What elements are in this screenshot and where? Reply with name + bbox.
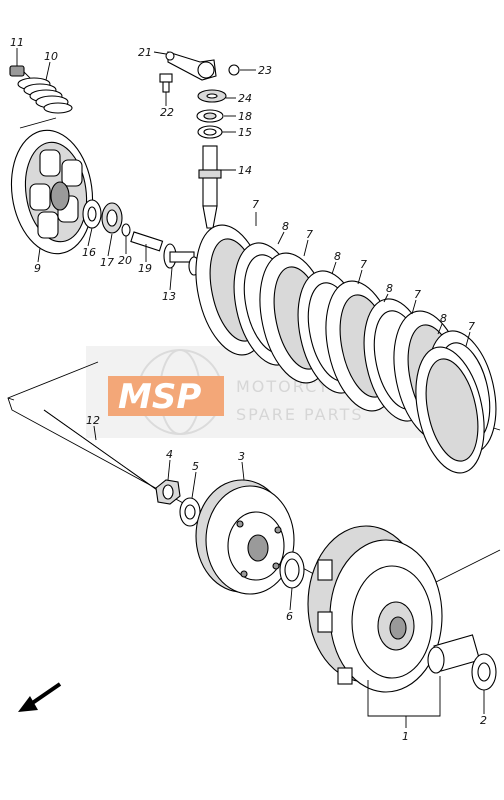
callout-1: 1 [402, 730, 409, 743]
callout-7d: 7 [414, 288, 421, 301]
callout-8a: 8 [282, 220, 289, 233]
callout-8b: 8 [334, 250, 341, 263]
callout-8c: 8 [386, 282, 393, 295]
o-ring-15 [197, 125, 223, 139]
callout-7e: 7 [468, 320, 475, 333]
washer-20 [121, 223, 131, 237]
washer-24 [197, 89, 227, 103]
callout-17: 17 [100, 256, 114, 269]
callout-2: 2 [480, 714, 487, 727]
callout-9: 9 [34, 262, 41, 275]
callout-7b: 7 [306, 228, 313, 241]
callout-20: 20 [118, 254, 132, 267]
callout-7c: 7 [360, 258, 367, 271]
callout-labels: 11 10 9 16 17 20 19 13 21 22 23 24 18 15… [10, 36, 487, 743]
arrow-icon [18, 682, 62, 712]
sleeve-hub-3 [195, 479, 295, 595]
bearing-17 [101, 202, 123, 234]
clutch-housing-1 [307, 525, 443, 693]
leader-lines [16, 48, 485, 728]
bolt-23 [228, 64, 240, 76]
callout-4: 4 [166, 448, 173, 461]
callout-13: 13 [162, 290, 176, 303]
callout-14: 14 [238, 164, 252, 177]
callout-23: 23 [258, 64, 272, 77]
watermark-brand: MSP [118, 377, 201, 417]
callout-19: 19 [138, 262, 152, 275]
thrust-washer-6 [279, 551, 305, 589]
callout-12: 12 [86, 414, 100, 427]
push-rod-12 [43, 409, 161, 493]
watermark-line2: SPARE PARTS [236, 405, 364, 424]
callout-15: 15 [238, 126, 252, 139]
washer-5 [179, 497, 201, 527]
callout-5: 5 [192, 460, 199, 473]
clutch-spring [17, 77, 73, 114]
callout-16: 16 [82, 246, 96, 259]
callout-10: 10 [44, 50, 58, 63]
release-arm-21 [165, 51, 217, 81]
bolt-22 [159, 73, 173, 93]
callout-3: 3 [238, 450, 245, 463]
callout-24: 24 [238, 92, 252, 105]
callout-8d: 8 [440, 312, 447, 325]
callout-6: 6 [286, 610, 293, 623]
release-shaft-14 [198, 145, 222, 229]
spacer-2 [427, 634, 497, 691]
seal-18 [196, 109, 224, 123]
callout-18: 18 [238, 110, 252, 123]
push-rod-13 [163, 243, 200, 276]
callout-7a: 7 [252, 198, 259, 211]
lifter-pin-19 [130, 231, 164, 252]
callout-11: 11 [10, 36, 24, 49]
nut-4 [155, 479, 181, 505]
washer-16 [82, 199, 102, 229]
drive-plate-7e [415, 346, 485, 474]
watermark-badge [108, 376, 224, 416]
callout-22: 22 [160, 106, 174, 119]
callout-21: 21 [138, 46, 152, 59]
pressure-plate [10, 117, 94, 255]
